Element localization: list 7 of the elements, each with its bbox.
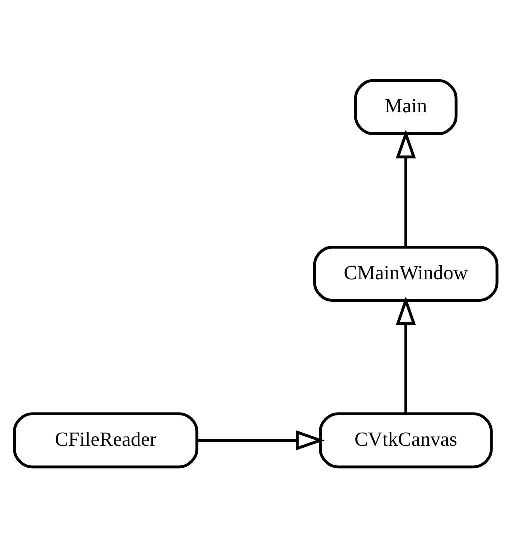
arrow xyxy=(196,430,324,451)
arrow xyxy=(396,130,416,247)
node-box: CMainWindow xyxy=(312,246,498,302)
node-box: CFileReader xyxy=(12,412,198,469)
node-box: CVtkCanvas xyxy=(318,412,492,469)
node-box: Main xyxy=(354,79,458,136)
arrow xyxy=(396,296,416,414)
